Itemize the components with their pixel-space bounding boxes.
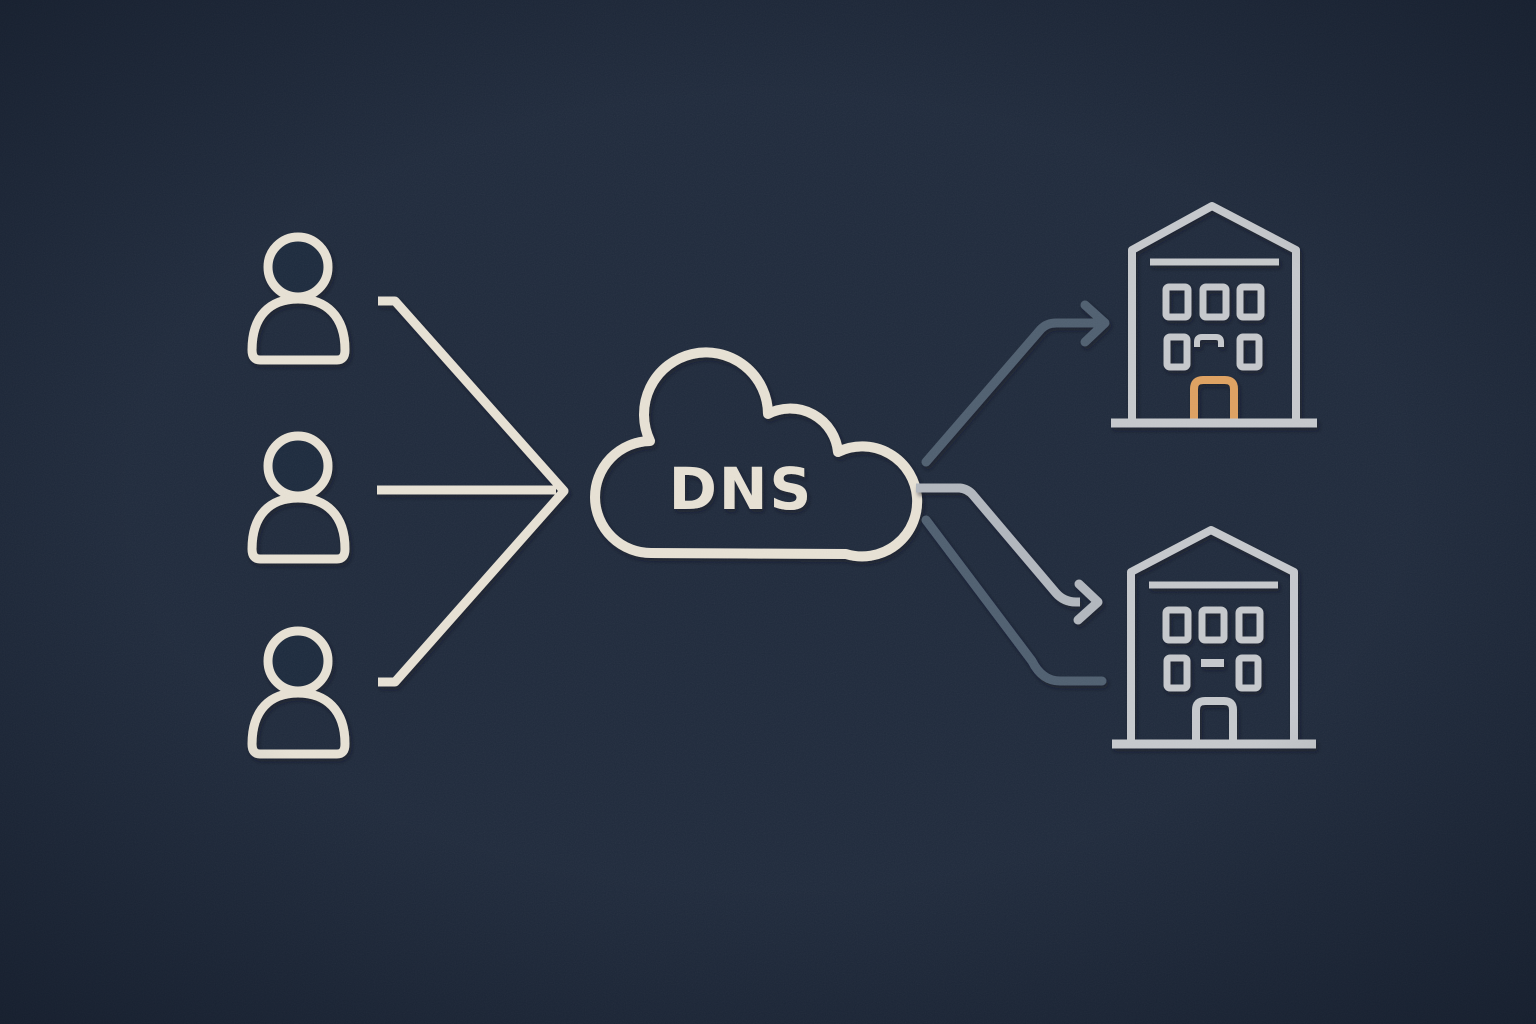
diagram-canvas: DNS (0, 0, 1536, 1024)
dns-illustration: DNS (0, 0, 1536, 1024)
grain-texture (0, 0, 1536, 1024)
